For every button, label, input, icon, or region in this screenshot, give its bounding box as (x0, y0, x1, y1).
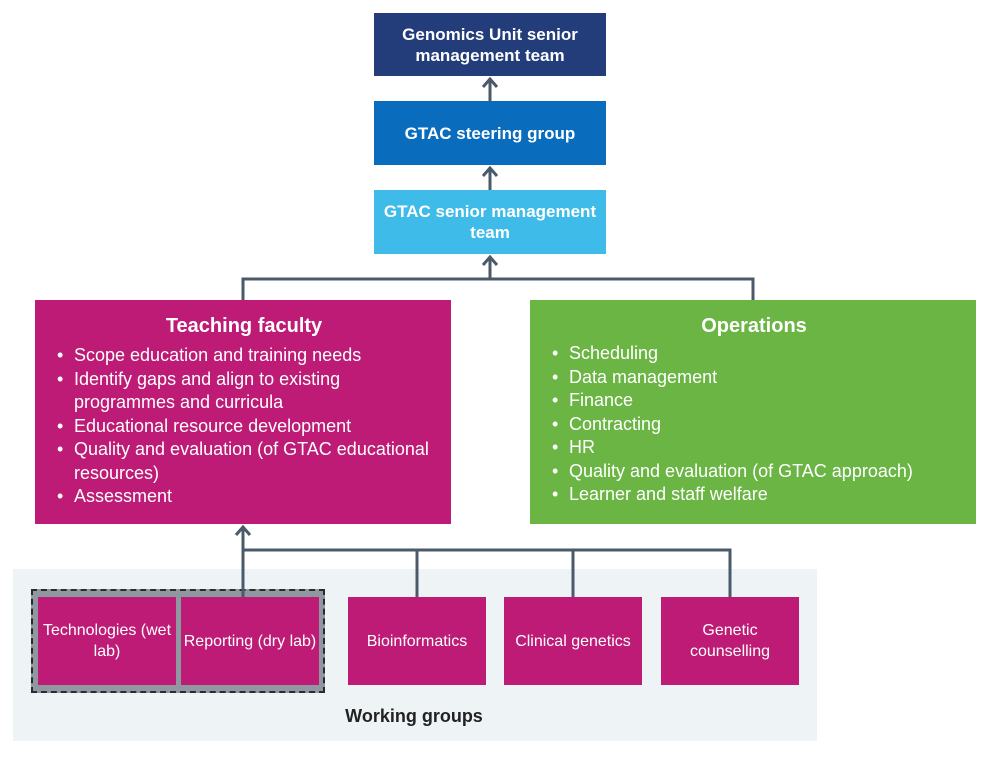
teaching-faculty-list: Scope education and training needs Ident… (55, 344, 433, 509)
teaching-item: Scope education and training needs (55, 344, 433, 368)
operations-item: Data management (550, 366, 958, 390)
arrowhead-genomics (481, 76, 499, 88)
working-group-reporting-label: Reporting (dry lab) (183, 632, 317, 650)
working-group-clinical-genetics: Clinical genetics (504, 597, 642, 685)
operations-list: Scheduling Data management Finance Contr… (550, 342, 958, 507)
working-group-clinical-genetics-label: Clinical genetics (515, 632, 631, 650)
arrowhead-steering (481, 165, 499, 177)
teaching-faculty-title: Teaching faculty (165, 315, 323, 337)
gtac-steering-group-label: GTAC steering group (404, 123, 576, 143)
working-groups-label: Working groups (345, 706, 483, 726)
operations-item: Scheduling (550, 342, 958, 366)
operations-item: HR (550, 436, 958, 460)
arrowhead-smt (481, 254, 499, 266)
operations-item: Quality and evaluation (of GTAC approach… (550, 460, 958, 484)
operations-item: Finance (550, 389, 958, 413)
arrowhead-teaching (234, 524, 252, 536)
working-group-bioinformatics-label: Bioinformatics (366, 632, 468, 650)
working-group-technologies-label: Technologies (wet lab) (42, 622, 172, 660)
operations-box: Operations Scheduling Data management Fi… (530, 300, 976, 524)
operations-item: Learner and staff welfare (550, 483, 958, 507)
working-group-reporting: Reporting (dry lab) (181, 597, 319, 685)
gtac-steering-group-box: GTAC steering group (374, 101, 606, 165)
operations-title: Operations (701, 315, 807, 337)
working-group-genetic-counselling: Genetic counselling (661, 597, 799, 685)
genomics-unit-smt-box: Genomics Unit senior management team (374, 13, 606, 76)
teaching-item: Identify gaps and align to existing prog… (55, 368, 433, 415)
operations-item: Contracting (550, 413, 958, 437)
working-group-bioinformatics: Bioinformatics (348, 597, 486, 685)
gtac-smt-label: GTAC senior management team (383, 202, 597, 242)
genomics-unit-smt-label: Genomics Unit senior management team (402, 24, 578, 65)
gtac-smt-box: GTAC senior management team (374, 190, 606, 254)
working-group-technologies: Technologies (wet lab) (38, 597, 176, 685)
working-group-genetic-counselling-label: Genetic counselling (689, 622, 771, 660)
teaching-faculty-box: Teaching faculty Scope education and tra… (35, 300, 451, 524)
teaching-item: Educational resource development (55, 415, 433, 439)
teaching-item: Assessment (55, 485, 433, 509)
teaching-item: Quality and evaluation (of GTAC educatio… (55, 438, 433, 485)
